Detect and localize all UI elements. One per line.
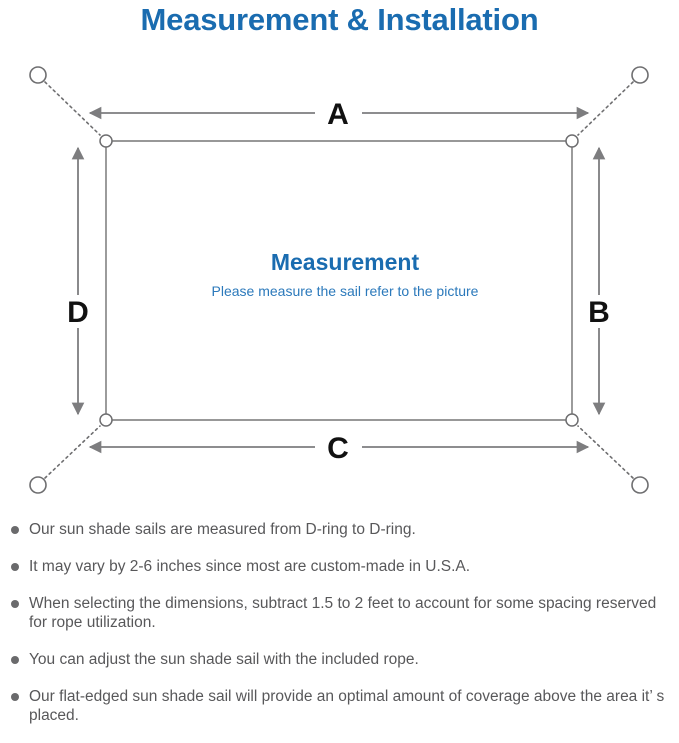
dring-bottom-left-icon [99,413,113,427]
notes-list: Our sun shade sails are measured from D-… [0,520,679,743]
rope-bottom-left [44,425,101,479]
dimension-c: C [88,432,590,465]
dimension-b: B [588,146,610,416]
sail-rectangle [105,140,573,421]
page-title: Measurement & Installation [140,2,539,37]
dimension-d-label: D [67,296,89,329]
bullet-icon [11,526,19,534]
diagram-canvas: A C D B Measurement Please measure the s… [29,66,649,494]
measurement-diagram: A C D B Measurement Please measure the s… [0,40,679,520]
anchor-top-right-icon [631,66,649,84]
rope-bottom-right [577,425,634,479]
list-item: You can adjust the sun shade sail with t… [0,650,679,669]
list-item: When selecting the dimensions, subtract … [0,594,679,632]
dimension-b-label: B [588,296,610,329]
list-item: Our sun shade sails are measured from D-… [0,520,679,539]
bullet-icon [11,600,19,608]
anchor-points [29,66,649,494]
anchor-bottom-right-icon [631,476,649,494]
note-text: Our flat-edged sun shade sail will provi… [29,688,665,724]
anchor-bottom-left-icon [29,476,47,494]
list-item: Our flat-edged sun shade sail will provi… [0,687,679,725]
note-text: You can adjust the sun shade sail with t… [29,651,419,668]
rope-lines [44,81,634,479]
note-text: When selecting the dimensions, subtract … [29,595,657,631]
dring-top-left-icon [99,134,113,148]
center-subtitle: Please measure the sail refer to the pic… [212,283,479,299]
bullet-icon [11,563,19,571]
list-item: It may vary by 2-6 inches since most are… [0,557,679,576]
rope-top-left [44,81,101,136]
dring-bottom-right-icon [565,413,579,427]
d-rings [99,134,579,427]
anchor-top-left-icon [29,66,47,84]
dimension-c-label: C [327,432,349,465]
bullet-icon [11,693,19,701]
note-text: Our sun shade sails are measured from D-… [29,521,416,538]
rope-top-right [577,81,634,136]
dimension-d: D [67,146,89,416]
dring-top-right-icon [565,134,579,148]
bullet-icon [11,656,19,664]
note-text: It may vary by 2-6 inches since most are… [29,558,471,575]
dimension-a: A [88,98,590,131]
dimension-a-label: A [327,98,349,131]
center-title: Measurement [271,249,420,275]
